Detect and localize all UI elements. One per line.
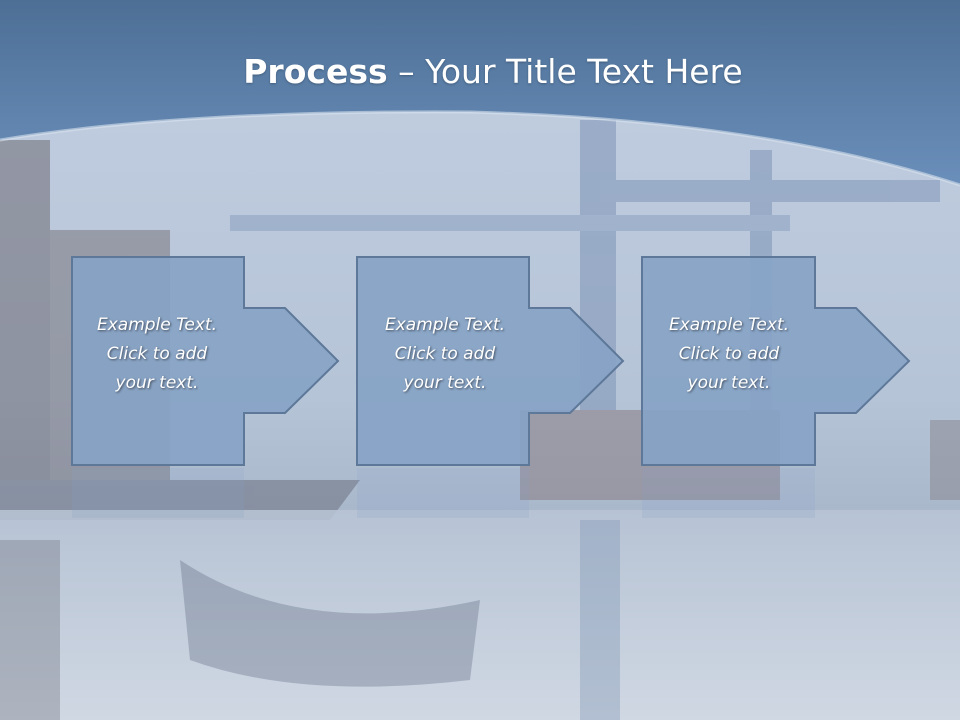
- process-step-2-text[interactable]: Example Text. Click to add your text.: [350, 311, 540, 398]
- process-step-2-line-1: Example Text.: [384, 315, 506, 335]
- process-step-3-shape: [641, 256, 911, 466]
- process-step-1-line-2: Click to add: [106, 344, 208, 364]
- process-step-1-shape: [71, 256, 340, 466]
- slide-title[interactable]: Process – Your Title Text Here: [0, 52, 960, 91]
- process-step-2-shape: [356, 256, 625, 466]
- process-step-2-line-2: Click to add: [394, 344, 496, 364]
- process-step-2-line-3: your text.: [403, 373, 487, 393]
- header-band: [0, 0, 960, 185]
- process-step-3-line-1: Example Text.: [668, 315, 790, 335]
- process-step-3-line-2: Click to add: [678, 344, 780, 364]
- process-step-1-line-1: Example Text.: [96, 315, 218, 335]
- slide-title-bold: Process: [243, 52, 388, 91]
- process-step-3-text[interactable]: Example Text. Click to add your text.: [634, 311, 824, 398]
- process-step-1-text[interactable]: Example Text. Click to add your text.: [62, 311, 252, 398]
- slide-title-rest: – Your Title Text Here: [387, 52, 743, 91]
- process-step-1-line-3: your text.: [115, 373, 199, 393]
- process-arrows: [71, 256, 911, 466]
- process-step-3-line-3: your text.: [687, 373, 771, 393]
